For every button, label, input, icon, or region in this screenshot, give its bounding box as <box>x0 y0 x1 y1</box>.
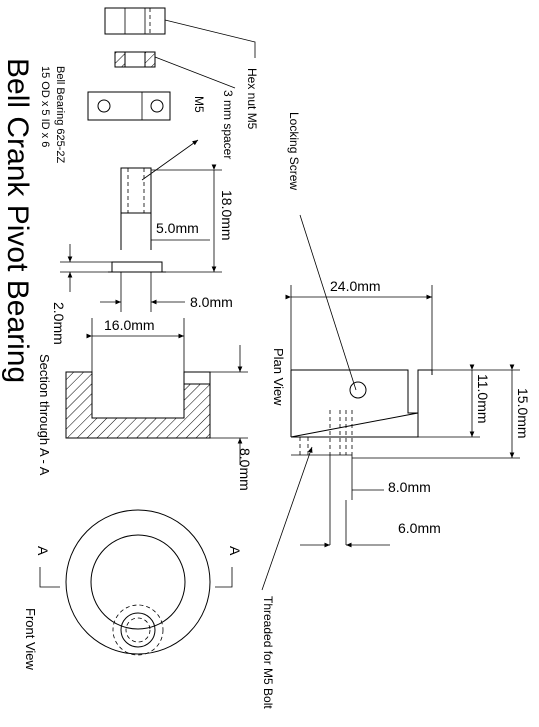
plan-view-drawing <box>290 369 433 456</box>
spacer-leader <box>154 56 236 89</box>
spacer-drawing <box>114 51 156 68</box>
drawing-title: Bell Crank Pivot Bearing <box>1 58 34 383</box>
shaft-dia-label: 5.0mm <box>156 220 199 236</box>
hole-dia-dimension <box>300 500 390 548</box>
plan-height-inner-label: 11.0mm <box>475 374 491 424</box>
plan-height-outer-dimension <box>352 364 520 459</box>
housing-width-dimension <box>86 318 185 372</box>
hex-nut-drawing <box>104 7 166 35</box>
bolt-drawing <box>108 167 166 273</box>
front-view-drawing <box>39 509 233 656</box>
locking-screw-label: Locking Screw <box>287 112 301 190</box>
threaded-leader <box>261 446 313 591</box>
plan-height-inner-dimension <box>418 364 480 438</box>
plan-length-dimension <box>285 285 433 370</box>
front-view-title: Front View <box>23 608 38 671</box>
bolt-leader <box>141 139 199 181</box>
spacer-label: 3 mm spacer <box>221 90 235 159</box>
bearing-spec-line2: 15 OD x 5 ID x 6 <box>39 66 51 147</box>
housing-width-label: 16.0mm <box>104 317 155 333</box>
plan-view-title: Plan View <box>271 348 286 406</box>
housing-depth-label: 8.0mm <box>237 448 253 491</box>
section-title: Section through A - A <box>37 354 52 476</box>
hex-nut-leader <box>164 19 256 58</box>
locking-screw-leader <box>299 214 357 391</box>
plan-height-outer-label: 15.0mm <box>515 388 531 439</box>
threaded-note: Threaded for M5 Bolt <box>261 596 275 709</box>
section-marker-left: A <box>35 546 51 556</box>
shaft-length-label: 18.0mm <box>219 190 235 241</box>
flange-inner-dimension <box>100 272 185 312</box>
bolt-label: M5 <box>192 96 206 113</box>
shaft-length-dimension <box>151 164 222 273</box>
housing-depth-dimension <box>210 345 248 465</box>
section-marker-right: A <box>227 546 243 556</box>
section-housing <box>65 371 211 439</box>
plan-length-label: 24.0mm <box>330 278 381 294</box>
flange-inner-label: 8.0mm <box>190 294 233 310</box>
hole-spacing-label: 8.0mm <box>388 479 431 495</box>
flange-thickness-label: 2.0mm <box>51 302 67 345</box>
hex-nut-label: Hex nut M5 <box>245 68 259 130</box>
hole-dia-label: 6.0mm <box>398 520 441 536</box>
flange-thickness-dimension <box>60 244 112 292</box>
mounting-plate-drawing <box>87 91 171 121</box>
hole-spacing-dimension <box>329 455 384 500</box>
bearing-spec-line1: Bell Bearing 625-2Z <box>54 66 66 164</box>
